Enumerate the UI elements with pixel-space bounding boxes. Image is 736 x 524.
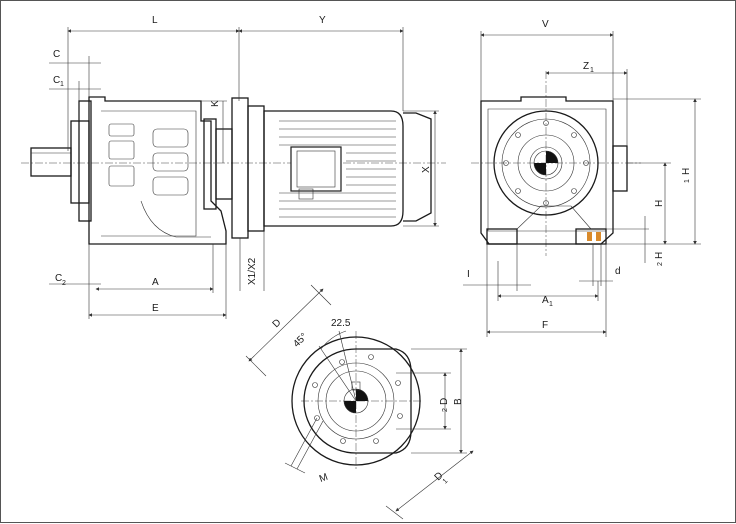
flange-view-dimensions — [245, 284, 474, 520]
label-H2: H — [654, 252, 665, 259]
label-A: A — [152, 277, 159, 288]
label-C: C — [53, 49, 60, 60]
label-F: F — [542, 320, 548, 331]
label-Z1-sub: 1 — [590, 67, 594, 74]
label-I: I — [467, 269, 470, 280]
side-view-dimensions — [49, 27, 439, 319]
flange-view — [291, 331, 421, 471]
label-E: E — [152, 303, 159, 314]
label-A1: A — [542, 295, 549, 306]
label-D: D — [271, 317, 284, 330]
label-Y: Y — [319, 15, 326, 26]
label-H: H — [654, 200, 665, 207]
label-K: K — [210, 100, 221, 107]
label-C2: C — [55, 273, 62, 284]
side-view — [21, 96, 446, 245]
label-M: M — [318, 472, 330, 485]
front-view-dimensions — [463, 31, 701, 337]
label-B: B — [453, 398, 464, 405]
label-d: d — [615, 266, 621, 277]
dimension-labels: L Y V C C 1 K X X1/X2 C 2 A E Z 1 H H 1 … — [53, 15, 692, 485]
label-D2-sub: 2 — [442, 408, 449, 412]
label-D2: D — [439, 398, 450, 405]
label-L: L — [152, 15, 158, 26]
label-C2-sub: 2 — [62, 280, 66, 287]
label-Z1: Z — [583, 61, 589, 72]
label-angle-45: 45° — [291, 331, 309, 349]
label-angle-22-5: 22.5 — [331, 318, 351, 329]
label-A1-sub: 1 — [549, 301, 553, 308]
label-D1-sub: 1 — [442, 478, 450, 486]
label-H2-sub: 2 — [657, 262, 664, 266]
label-H1: H — [681, 168, 692, 175]
label-X1X2: X1/X2 — [247, 257, 258, 285]
label-H1-sub: 1 — [684, 179, 691, 183]
label-C1: C — [53, 75, 60, 86]
label-C1-sub: 1 — [60, 81, 64, 88]
label-V: V — [542, 19, 549, 30]
label-X: X — [421, 166, 432, 173]
